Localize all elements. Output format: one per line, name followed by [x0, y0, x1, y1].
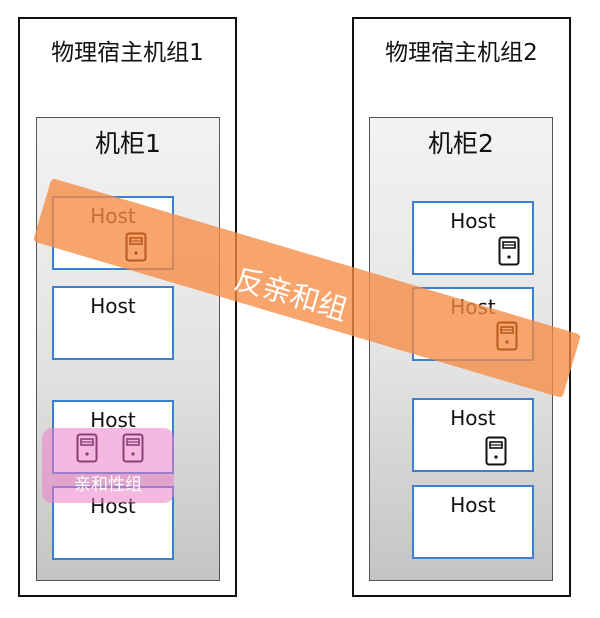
affinity-group-box [42, 428, 174, 503]
server-icon [125, 232, 147, 262]
host-label: Host [450, 493, 496, 517]
rack-1-title: 机柜1 [95, 129, 161, 158]
host-1-2: Host [52, 286, 174, 360]
affinity-group-label: 亲和性组 [74, 475, 142, 495]
server-icon [498, 236, 520, 266]
host-2-3: Host [412, 398, 534, 472]
host-group-2-title: 物理宿主机组2 [385, 40, 538, 66]
host-label: Host [450, 209, 496, 233]
host-label: Host [90, 294, 136, 318]
server-icon [76, 433, 98, 463]
rack-2-title: 机柜2 [428, 129, 494, 158]
host-group-1-title: 物理宿主机组1 [51, 40, 204, 66]
host-label: Host [450, 406, 496, 430]
server-icon [122, 433, 144, 463]
host-2-4: Host [412, 485, 534, 559]
server-icon [485, 436, 507, 466]
server-icon [496, 321, 518, 351]
